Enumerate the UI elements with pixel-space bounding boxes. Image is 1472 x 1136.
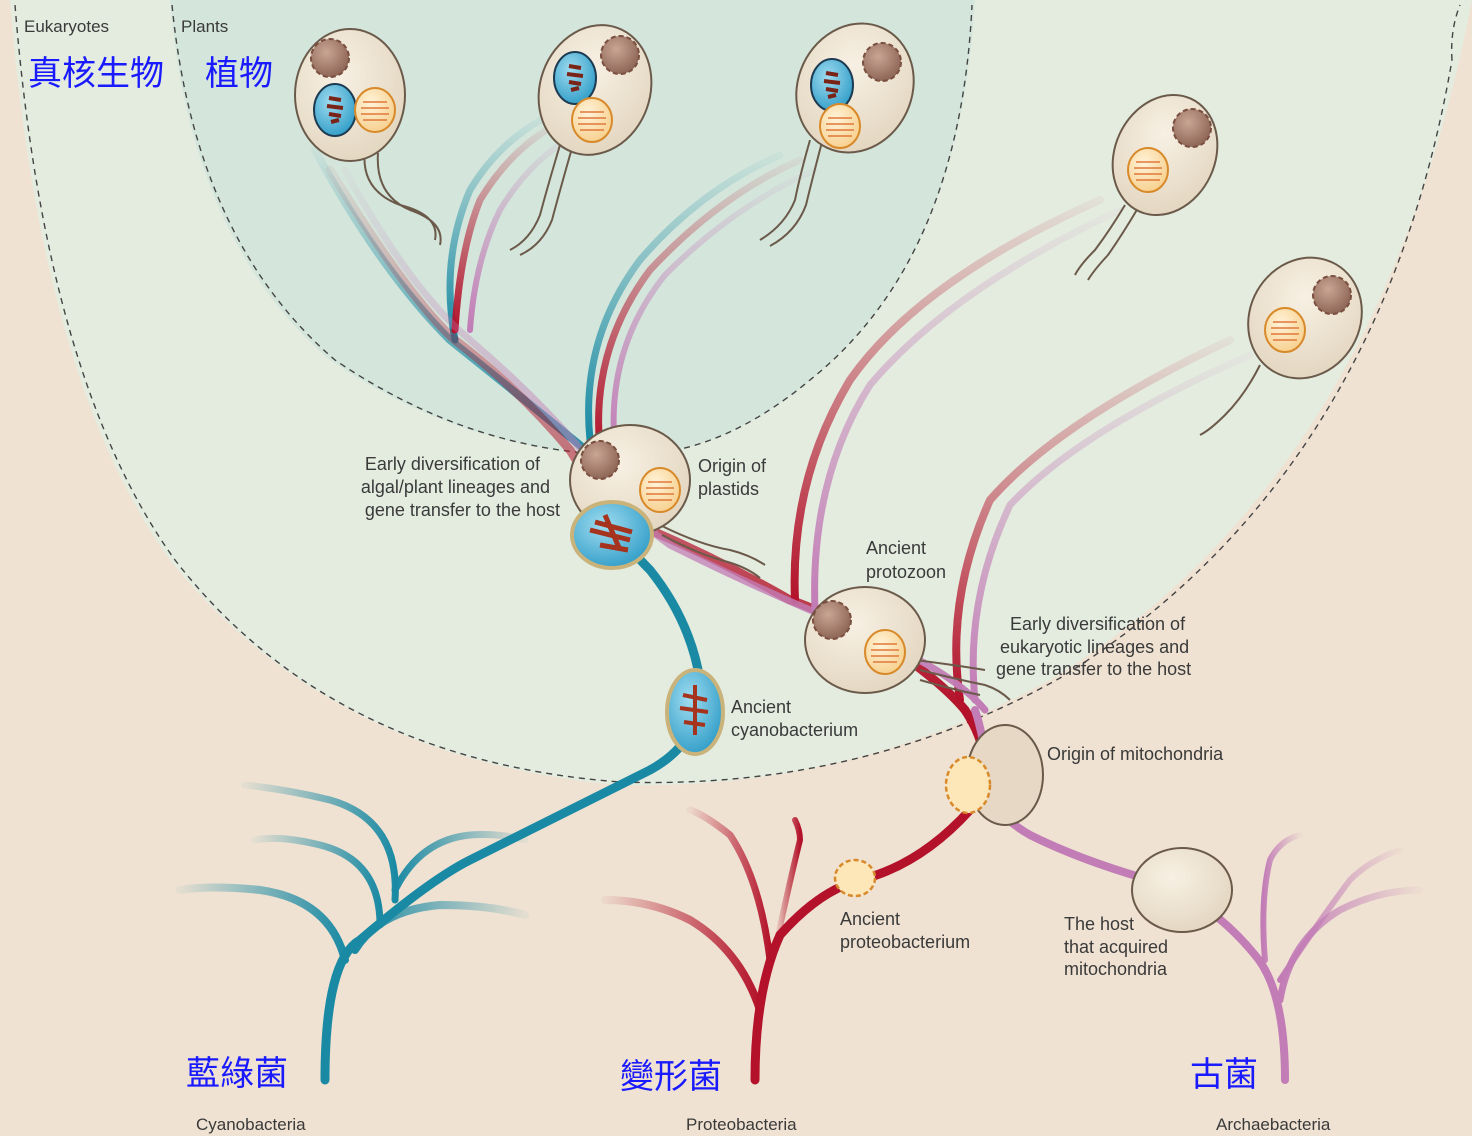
group-label-archaebacteria: Archaebacteria — [1216, 1115, 1331, 1134]
region-label-plants-zh: 植物 — [205, 54, 273, 94]
group-label-proteo-zh: 變形菌 — [620, 1057, 722, 1097]
group-label-proteobacteria: Proteobacteria — [686, 1115, 797, 1134]
ancient-proteobacterium-cell — [835, 860, 875, 896]
ancient-cyanobacterium-cell — [667, 670, 723, 754]
annotation-early-eukaryotic: Early diversification of eukaryotic line… — [996, 614, 1194, 679]
group-label-cyanobacteria: Cyanobacteria — [196, 1115, 306, 1134]
annotation-origin-of-mitochondria: Origin of mitochondria — [1047, 744, 1224, 764]
group-label-archaea-zh: 古菌 — [1190, 1055, 1258, 1095]
annotation-early-algal: Early diversification of algal/plant lin… — [361, 454, 560, 520]
region-label-eukaryotes-zh: 真核生物 — [28, 54, 164, 94]
region-label-plants: Plants — [181, 17, 228, 36]
region-label-eukaryotes: Eukaryotes — [24, 17, 109, 36]
group-label-cyano-zh: 藍綠菌 — [186, 1054, 288, 1094]
host-cell — [1132, 848, 1232, 932]
